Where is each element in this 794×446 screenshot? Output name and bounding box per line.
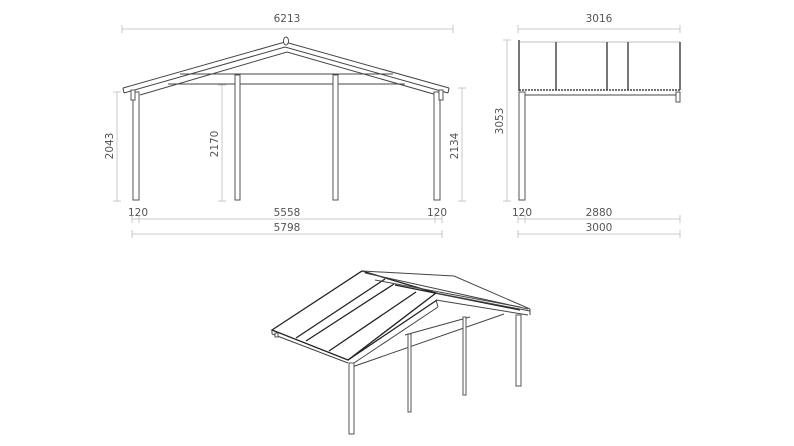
dim-side-post: 120 [512, 207, 532, 219]
side-post-front [518, 91, 526, 201]
dim-post-span-total: 5798 [274, 222, 301, 234]
front-view: 6213 2043 [104, 13, 466, 238]
side-view: 3016 3053 120 2880 3000 [494, 13, 681, 238]
dim-left-post: 120 [128, 207, 148, 219]
iso-post-front-left [348, 362, 355, 435]
dim-side-total-span: 3000 [586, 222, 613, 234]
side-roof-panels [518, 40, 681, 96]
front-post-1 [132, 91, 140, 201]
front-roof [122, 36, 450, 96]
dim-right-post: 120 [427, 207, 447, 219]
dim-overall-width: 6213 [274, 13, 301, 25]
dim-side-inner-span: 2880 [586, 207, 613, 219]
iso-gable [347, 299, 505, 368]
front-post-4 [433, 91, 441, 201]
iso-posts [348, 314, 522, 435]
dim-middle-height: 2170 [209, 131, 221, 158]
iso-post-mid-2 [462, 316, 467, 396]
front-post-3 [332, 74, 339, 201]
dim-overall-height: 3053 [494, 108, 506, 135]
iso-back-roof [361, 270, 531, 316]
isometric-view [270, 270, 531, 435]
dim-inner-span: 5558 [274, 207, 301, 219]
front-post-2 [234, 74, 241, 201]
side-post-rear-stub [675, 91, 681, 103]
iso-post-mid-1 [407, 333, 412, 413]
dim-overall-depth: 3016 [586, 13, 613, 25]
front-posts [130, 74, 444, 201]
dim-left-height: 2043 [104, 133, 116, 160]
iso-post-rear-right [515, 314, 522, 387]
dim-right-height: 2134 [449, 132, 461, 159]
